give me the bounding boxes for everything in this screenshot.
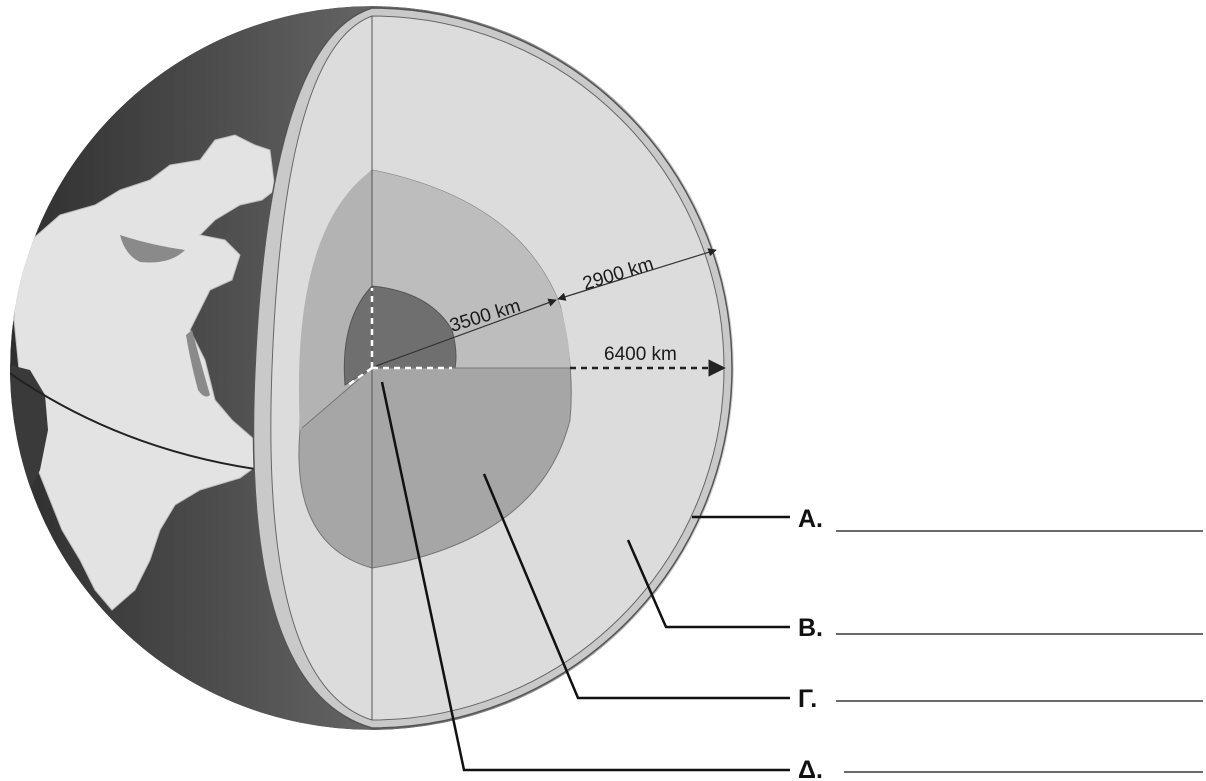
cutaway-section: [252, 7, 733, 729]
measurement-lines: [375, 248, 726, 377]
equator-line: [10, 371, 263, 471]
label-d: Δ.: [798, 756, 823, 781]
radius-3500-line: [375, 298, 557, 367]
leader-d: [380, 381, 790, 772]
thickness-2900-line: [557, 248, 717, 301]
continent-landmass: [13, 134, 276, 611]
leader-lines: [380, 381, 790, 772]
leader-c: [482, 473, 790, 700]
answer-blanks[interactable]: [836, 530, 1203, 773]
label-a: Α.: [798, 505, 823, 533]
label-c: Γ.: [798, 685, 817, 713]
earth-radius-label: 6400 km: [604, 344, 677, 365]
leader-b: [626, 539, 790, 629]
label-b: Β.: [798, 614, 823, 642]
